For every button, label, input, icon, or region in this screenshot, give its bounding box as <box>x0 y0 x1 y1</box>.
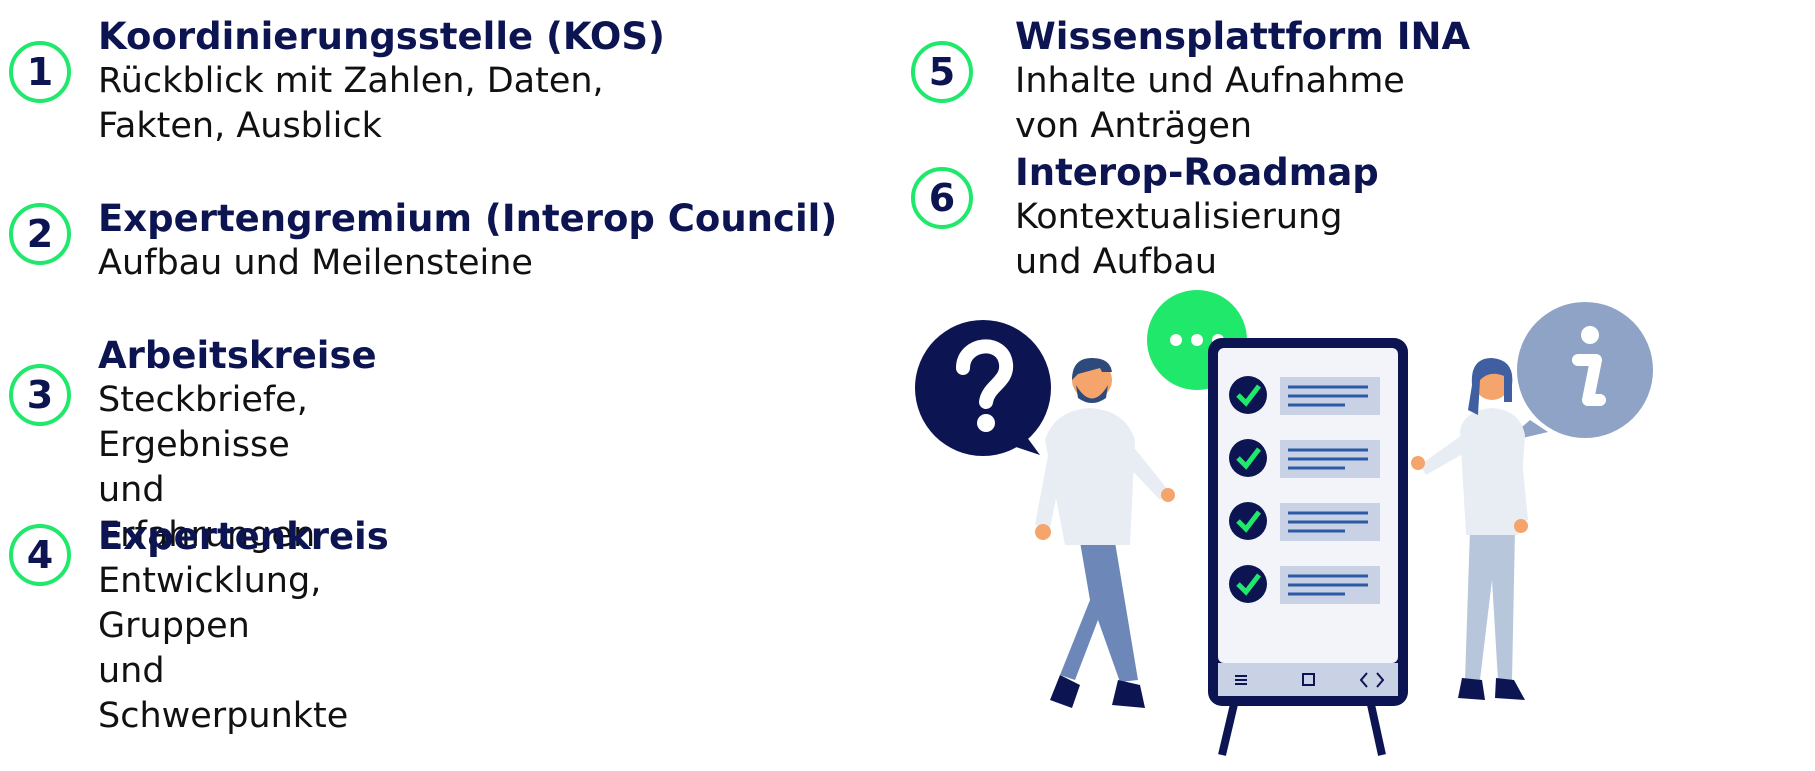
check-row <box>1229 565 1380 604</box>
number-badge: 1 <box>9 41 71 103</box>
item-description: Entwicklung, Gruppen und Schwerpunkte <box>98 561 349 736</box>
man-figure <box>1035 358 1175 708</box>
item-title: Interop-Roadmap <box>1015 151 1379 194</box>
illustration <box>915 290 1653 756</box>
item-description: Inhalte und Aufnahme von Anträgen <box>1015 61 1405 146</box>
check-row <box>1229 376 1380 415</box>
info-bubble-icon <box>1505 302 1653 442</box>
item-description: Steckbriefe, Ergebnisse und Erfahrungen <box>98 380 316 555</box>
woman-figure <box>1411 358 1528 700</box>
number-badge: 3 <box>9 364 71 426</box>
home-square-icon <box>1302 673 1315 686</box>
number-badge: 5 <box>911 41 973 103</box>
number-badge: 2 <box>9 203 71 265</box>
item-description: Aufbau und Meilensteine <box>98 243 533 283</box>
item-title: Koordinierungsstelle (KOS) <box>98 15 665 58</box>
check-icon <box>1236 384 1261 407</box>
code-arrows-icon <box>1359 672 1385 688</box>
check-icon <box>1236 447 1261 470</box>
menu-icon <box>1235 675 1247 685</box>
item-title: Wissensplattform INA <box>1015 15 1471 58</box>
check-icon <box>1236 510 1261 533</box>
item-description: Kontextualisierung und Aufbau <box>1015 197 1343 282</box>
question-bubble-icon <box>915 320 1051 456</box>
number-badge: 6 <box>911 167 973 229</box>
check-row <box>1229 502 1380 541</box>
checklist-board <box>1208 338 1408 706</box>
item-title: Expertenkreis <box>98 515 389 558</box>
number-badge: 4 <box>9 524 71 586</box>
item-title: Arbeitskreise <box>98 334 377 377</box>
check-icon <box>1236 573 1261 596</box>
item-description: Rückblick mit Zahlen, Daten, Fakten, Aus… <box>98 61 604 146</box>
check-row <box>1229 439 1380 478</box>
item-title: Expertengremium (Interop Council) <box>98 197 838 240</box>
